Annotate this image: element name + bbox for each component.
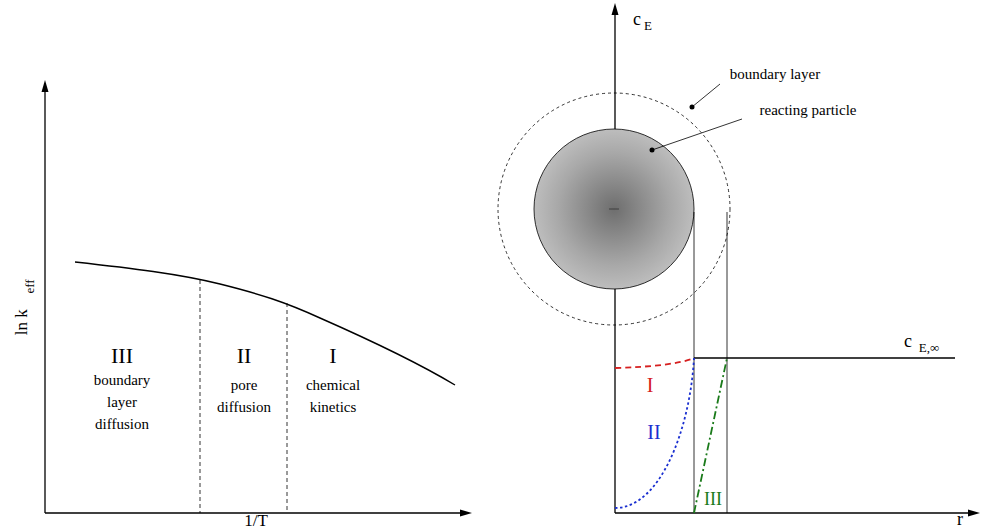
callout-label: boundary layer bbox=[730, 64, 820, 86]
axis-label: r bbox=[957, 506, 963, 530]
left-axes bbox=[42, 80, 473, 517]
regime-name: boundary layer diffusion bbox=[86, 370, 158, 435]
profile-number: III bbox=[704, 486, 722, 512]
rate-curve bbox=[75, 262, 455, 385]
regime-number: III bbox=[111, 340, 133, 372]
particle-edge-line bbox=[694, 212, 695, 513]
regime-divider bbox=[287, 303, 288, 513]
profile-number: I bbox=[647, 371, 654, 400]
profile-number: II bbox=[647, 418, 660, 447]
axis-label: ln k bbox=[10, 309, 35, 335]
leader-line bbox=[692, 84, 720, 107]
regime-name: pore diffusion bbox=[211, 375, 277, 419]
profile-film bbox=[694, 358, 727, 513]
axis-label: 1/T bbox=[244, 509, 268, 530]
axis-subscript: eff bbox=[21, 279, 40, 293]
axis-subscript: E bbox=[644, 17, 652, 36]
bulk-concentration bbox=[694, 357, 955, 359]
layer-edge-line bbox=[727, 212, 728, 513]
curve-label: c bbox=[904, 328, 912, 354]
regime-divider bbox=[200, 280, 201, 513]
leader-line bbox=[652, 119, 742, 150]
axis-label: c bbox=[633, 6, 641, 32]
curve-subscript: E,∞ bbox=[919, 339, 939, 358]
callout-label: reacting particle bbox=[759, 100, 856, 122]
regime-number: II bbox=[237, 340, 252, 372]
profile-kinetic bbox=[615, 358, 694, 368]
regime-number: I bbox=[329, 340, 336, 372]
center-tick bbox=[609, 209, 619, 210]
boundary-layer-ring bbox=[498, 93, 730, 325]
regime-name: chemical kinetics bbox=[297, 375, 369, 419]
reacting-particle bbox=[534, 129, 694, 289]
profile-pore bbox=[615, 358, 694, 508]
